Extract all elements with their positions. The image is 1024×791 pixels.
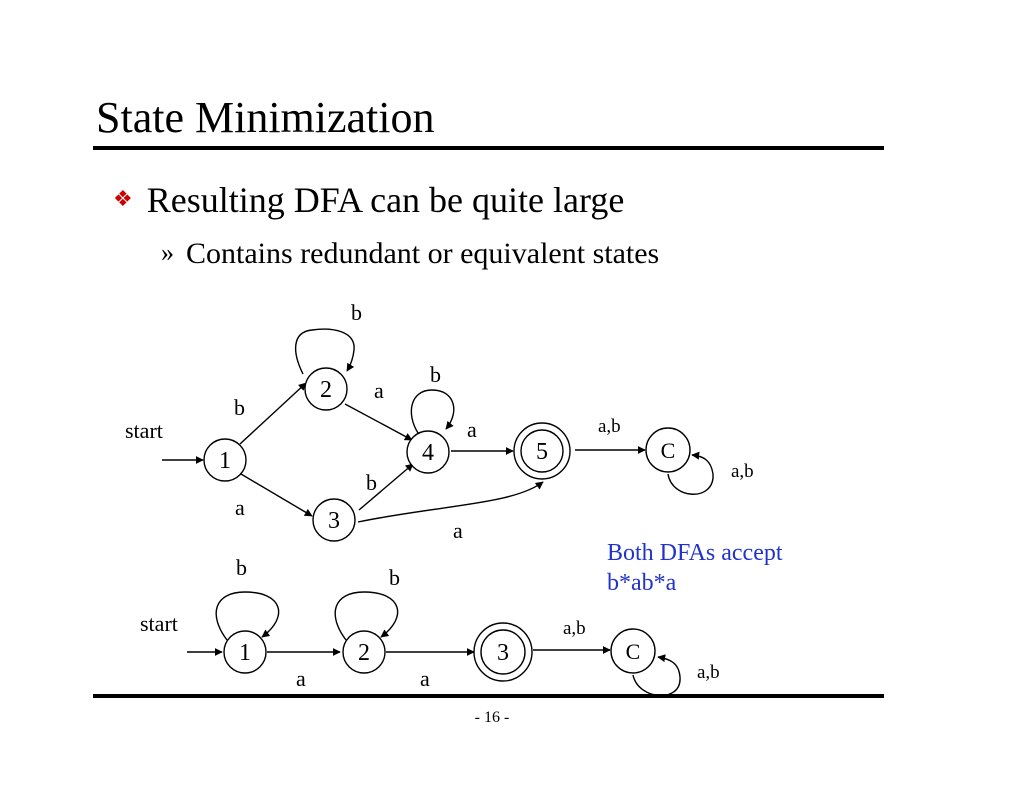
loop-label-min-c: a,b [697,662,720,683]
sub-bullet-item: » Contains redundant or equivalent states [161,235,659,274]
loop-label-c: a,b [731,461,754,482]
dfa-large: start b a b a b b a a a,b a,b 1 2 3 4 [125,300,754,543]
accept-note-line-2: b*ab*a [607,570,677,596]
top-rule [93,146,884,150]
state-label-2: 2 [320,377,332,403]
state-min-2 [342,630,386,674]
edge-label-5-c: a,b [598,416,621,437]
loop-min-1 [215,591,280,641]
page-number: - 16 - [474,709,510,726]
accept-note: Both DFAs accept b*ab*a [607,538,783,598]
double-chevron-bullet-icon: » [161,238,174,267]
dfa-minimized: start b a b a a,b a,b 1 2 3 C [140,555,720,697]
state-4 [406,430,450,474]
slide-title: State Minimization [96,93,435,142]
edge-label-min-3-c: a,b [563,618,586,639]
edge-1-2 [239,382,307,445]
state-label-4: 4 [422,440,434,466]
edge-3-4 [358,463,414,511]
loop-2 [294,328,355,375]
state-min-1 [223,630,267,674]
state-c [645,427,691,473]
loop-label-4: b [430,362,441,387]
state-5 [520,429,564,473]
loop-c [667,451,714,495]
state-label-min-1: 1 [239,640,251,666]
accept-note-line-1: Both DFAs accept [607,540,783,566]
state-1 [203,438,247,482]
edge-label-min-1-2: a [296,666,306,691]
state-min-c [610,628,656,674]
edge-label-2-4: a [374,378,384,403]
bullet-text: Resulting DFA can be quite large [146,180,625,220]
state-label-min-c: C [626,639,641,664]
loop-label-min-1: b [236,555,247,580]
edge-label-3-4: b [366,470,377,495]
edge-1-3 [240,473,313,517]
state-3 [312,498,356,542]
state-label-5: 5 [536,439,548,465]
start-label: start [125,418,163,443]
bottom-rule [93,694,884,698]
loop-4 [410,389,455,434]
state-label-c: C [661,438,676,463]
state-label-min-3: 3 [497,640,509,666]
sub-bullet-text: Contains redundant or equivalent states [186,237,660,270]
start-label-min: start [140,611,178,636]
edge-label-4-5: a [467,417,477,442]
state-label-3: 3 [328,508,340,534]
state-2 [304,367,348,411]
loop-min-2 [334,591,399,641]
bullet-item: ❖ Resulting DFA can be quite large [113,178,624,227]
edge-3-5 [357,481,544,523]
loop-label-2: b [351,300,362,325]
edge-label-1-2: b [234,395,245,420]
state-label-min-2: 2 [358,640,370,666]
edge-label-1-3: a [235,495,245,520]
edge-label-min-2-3: a [420,666,430,691]
loop-label-min-2: b [389,565,400,590]
diamond-bullet-icon: ❖ [113,186,133,211]
state-label-1: 1 [219,448,231,474]
edge-label-3-5: a [453,518,463,543]
edge-2-4 [344,403,413,441]
state-min-3 [480,629,526,675]
loop-min-c [632,654,681,697]
